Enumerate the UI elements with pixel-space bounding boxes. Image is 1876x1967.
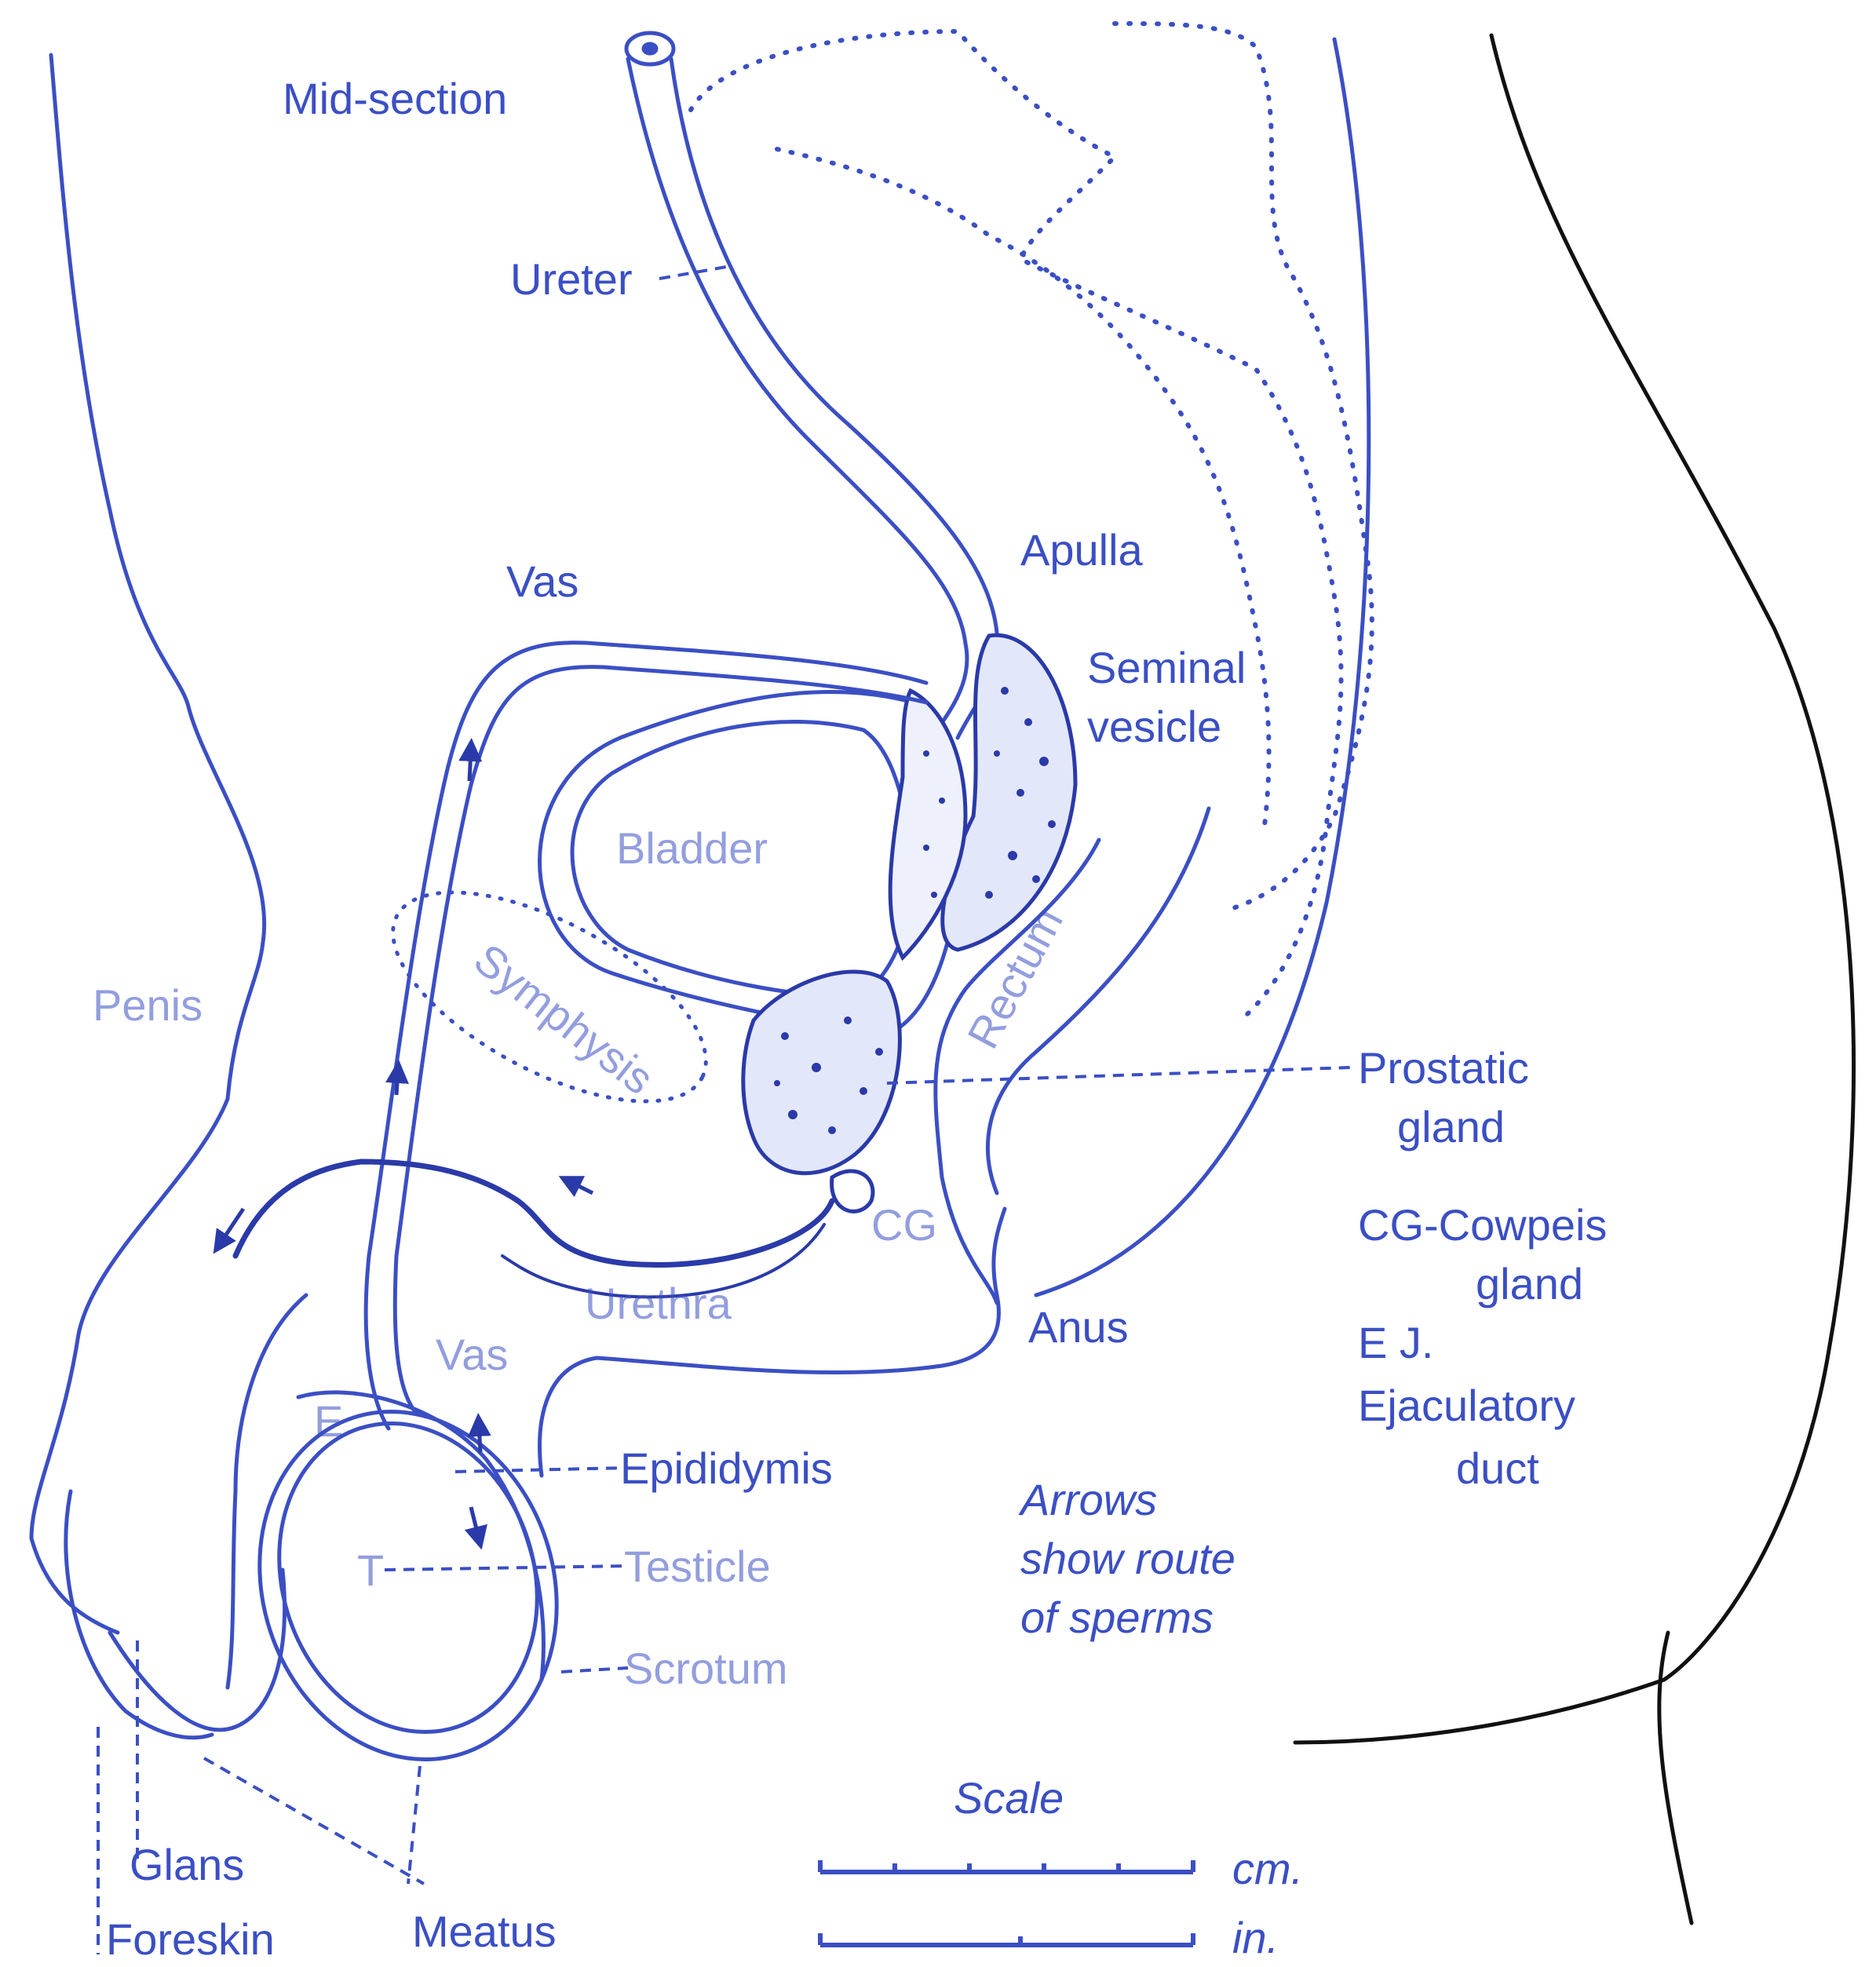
scale-unit-cm: cm. bbox=[1232, 1844, 1303, 1893]
label-arrows: Arrows bbox=[1018, 1475, 1157, 1524]
label-vas-low: Vas bbox=[436, 1330, 508, 1379]
leader-scrotum bbox=[561, 1668, 628, 1672]
label-cg-gland: gland bbox=[1476, 1259, 1583, 1308]
sperm-arrow bbox=[479, 1425, 480, 1452]
label-apulla: Apulla bbox=[1020, 525, 1144, 575]
sperm-arrow bbox=[469, 750, 471, 781]
label-scrotum: Scrotum bbox=[624, 1644, 788, 1693]
label-t-mark: T bbox=[357, 1546, 384, 1595]
gluteal-fold bbox=[1659, 1633, 1692, 1923]
sperm-arrow bbox=[471, 1507, 479, 1538]
label-glans: Glans bbox=[130, 1840, 244, 1889]
label-ej: E J. bbox=[1358, 1318, 1433, 1367]
label-vas-top: Vas bbox=[506, 557, 578, 606]
label-penis: Penis bbox=[93, 980, 203, 1030]
ureter-inner bbox=[671, 59, 998, 738]
label-anus: Anus bbox=[1028, 1302, 1129, 1352]
label-cg: CG bbox=[871, 1200, 937, 1250]
label-bladder: Bladder bbox=[616, 823, 768, 873]
sperm-arrow bbox=[396, 1071, 398, 1095]
sperm-route-arrows bbox=[220, 750, 593, 1538]
urethra-line bbox=[235, 1162, 832, 1265]
label-seminal: Seminal bbox=[1087, 643, 1246, 692]
scale-legend: Scale cm. in. bbox=[820, 1773, 1303, 1962]
label-cg-cowpeis: CG-Cowpeis bbox=[1358, 1200, 1607, 1250]
label-vesicle: vesicle bbox=[1087, 702, 1221, 751]
cowpers-gland-shape bbox=[832, 1171, 873, 1211]
leader-testicle bbox=[385, 1566, 628, 1570]
label-ejaculatory: Ejaculatory bbox=[1358, 1381, 1575, 1430]
sperm-arrow bbox=[220, 1209, 243, 1244]
sperm-arrow bbox=[569, 1181, 593, 1193]
scale-unit-in: in. bbox=[1232, 1913, 1279, 1962]
label-prostatic: Prostatic bbox=[1358, 1043, 1529, 1093]
prostate-gland-shape bbox=[743, 972, 900, 1173]
scrotum-outline bbox=[216, 1373, 601, 1798]
body-front-outline bbox=[31, 55, 265, 1633]
leader-prostatic bbox=[887, 1067, 1350, 1083]
label-show-route: show route bbox=[1020, 1534, 1235, 1583]
scale-bar-in bbox=[820, 1933, 1193, 1945]
label-foreskin: Foreskin bbox=[106, 1914, 275, 1963]
label-prostatic-gland: gland bbox=[1397, 1102, 1505, 1151]
scale-bar-cm bbox=[820, 1860, 1193, 1872]
label-duct: duct bbox=[1456, 1443, 1539, 1493]
scale-title: Scale bbox=[954, 1773, 1064, 1823]
label-epididymis: Epididymis bbox=[620, 1443, 833, 1493]
label-symphysis: Symphysis bbox=[465, 934, 663, 1104]
label-meatus: Meatus bbox=[412, 1907, 557, 1956]
label-of-sperms: of sperms bbox=[1020, 1593, 1214, 1642]
leader-meatus-b bbox=[408, 1766, 420, 1884]
back-outline bbox=[1295, 35, 1854, 1743]
label-testicle: Testicle bbox=[624, 1542, 771, 1591]
label-ureter: Ureter bbox=[510, 254, 633, 304]
label-mid-section: Mid-section bbox=[283, 74, 507, 123]
label-e-mark: E bbox=[314, 1396, 343, 1446]
label-urethra: Urethra bbox=[585, 1279, 732, 1328]
